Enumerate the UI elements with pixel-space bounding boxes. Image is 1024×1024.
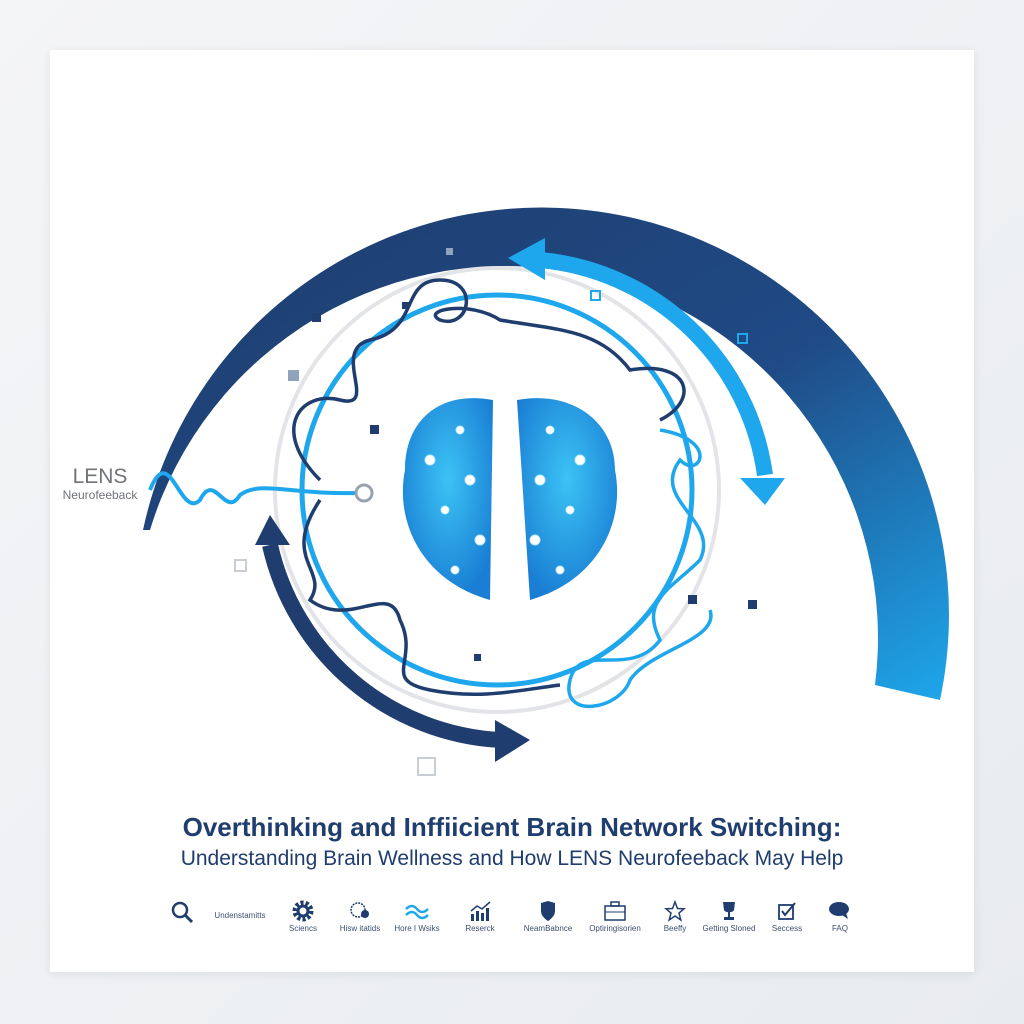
decorative-squares bbox=[288, 248, 757, 661]
search-icon bbox=[171, 901, 194, 924]
nav-science[interactable]: Sciencs bbox=[268, 900, 338, 933]
arrowhead-top bbox=[508, 238, 545, 280]
nav-how-it-helps[interactable]: Hisw itatids bbox=[325, 900, 395, 933]
lens-logo: LENS Neurofeeback bbox=[62, 465, 138, 503]
navy-arrow bbox=[262, 543, 501, 748]
signal-wave bbox=[148, 471, 361, 505]
page-subtitle: Understanding Brain Wellness and How LEN… bbox=[180, 847, 844, 870]
signal-node bbox=[354, 483, 374, 503]
nav-benefits[interactable]: Beeffy bbox=[640, 900, 710, 933]
gear-icon bbox=[292, 900, 314, 922]
tangled-line-navy bbox=[292, 278, 686, 697]
checkbox-icon bbox=[778, 902, 796, 920]
light-blue-arrow bbox=[539, 252, 773, 477]
nav-how-it-works[interactable]: Hore I Wsiks bbox=[382, 900, 452, 933]
nav-success[interactable]: Seccess bbox=[752, 900, 822, 933]
waves-icon bbox=[405, 904, 429, 920]
tangled-line-blue bbox=[567, 428, 713, 708]
outer-arc bbox=[143, 207, 949, 700]
shield-icon bbox=[541, 901, 555, 921]
nav-search[interactable] bbox=[147, 900, 217, 926]
arrowhead-left bbox=[255, 515, 290, 545]
nav-faq[interactable]: FAQ bbox=[805, 900, 875, 933]
icon-nav: Undenstamitts Sciencs Hisw itatids Hore … bbox=[160, 900, 870, 950]
briefcase-icon bbox=[604, 901, 626, 921]
star-icon bbox=[664, 900, 686, 922]
nav-research[interactable]: Reserck bbox=[445, 900, 515, 933]
gray-ring bbox=[273, 266, 721, 714]
nav-neuro-balance[interactable]: NeamBabnce bbox=[513, 900, 583, 933]
outline-squares bbox=[234, 290, 748, 776]
arrowhead-bottom bbox=[495, 720, 530, 762]
trophy-icon bbox=[723, 902, 735, 920]
brain-left-hemisphere bbox=[402, 398, 493, 600]
bar-chart-icon bbox=[470, 901, 491, 921]
arrowhead-right bbox=[740, 478, 785, 505]
nav-optimization[interactable]: Optiringisorien bbox=[580, 900, 650, 933]
head-gears-icon bbox=[350, 902, 369, 918]
poster-card bbox=[50, 50, 974, 972]
brain-right-hemisphere bbox=[517, 398, 618, 600]
brain-nodes bbox=[424, 425, 586, 575]
nav-getting-started[interactable]: Getting Sloned bbox=[694, 900, 764, 933]
page-title: Overthinking and Inffiicient Brain Netwo… bbox=[182, 812, 842, 842]
nav-understanding[interactable]: Undenstamitts bbox=[214, 911, 266, 920]
chat-bubble-icon bbox=[829, 902, 849, 919]
